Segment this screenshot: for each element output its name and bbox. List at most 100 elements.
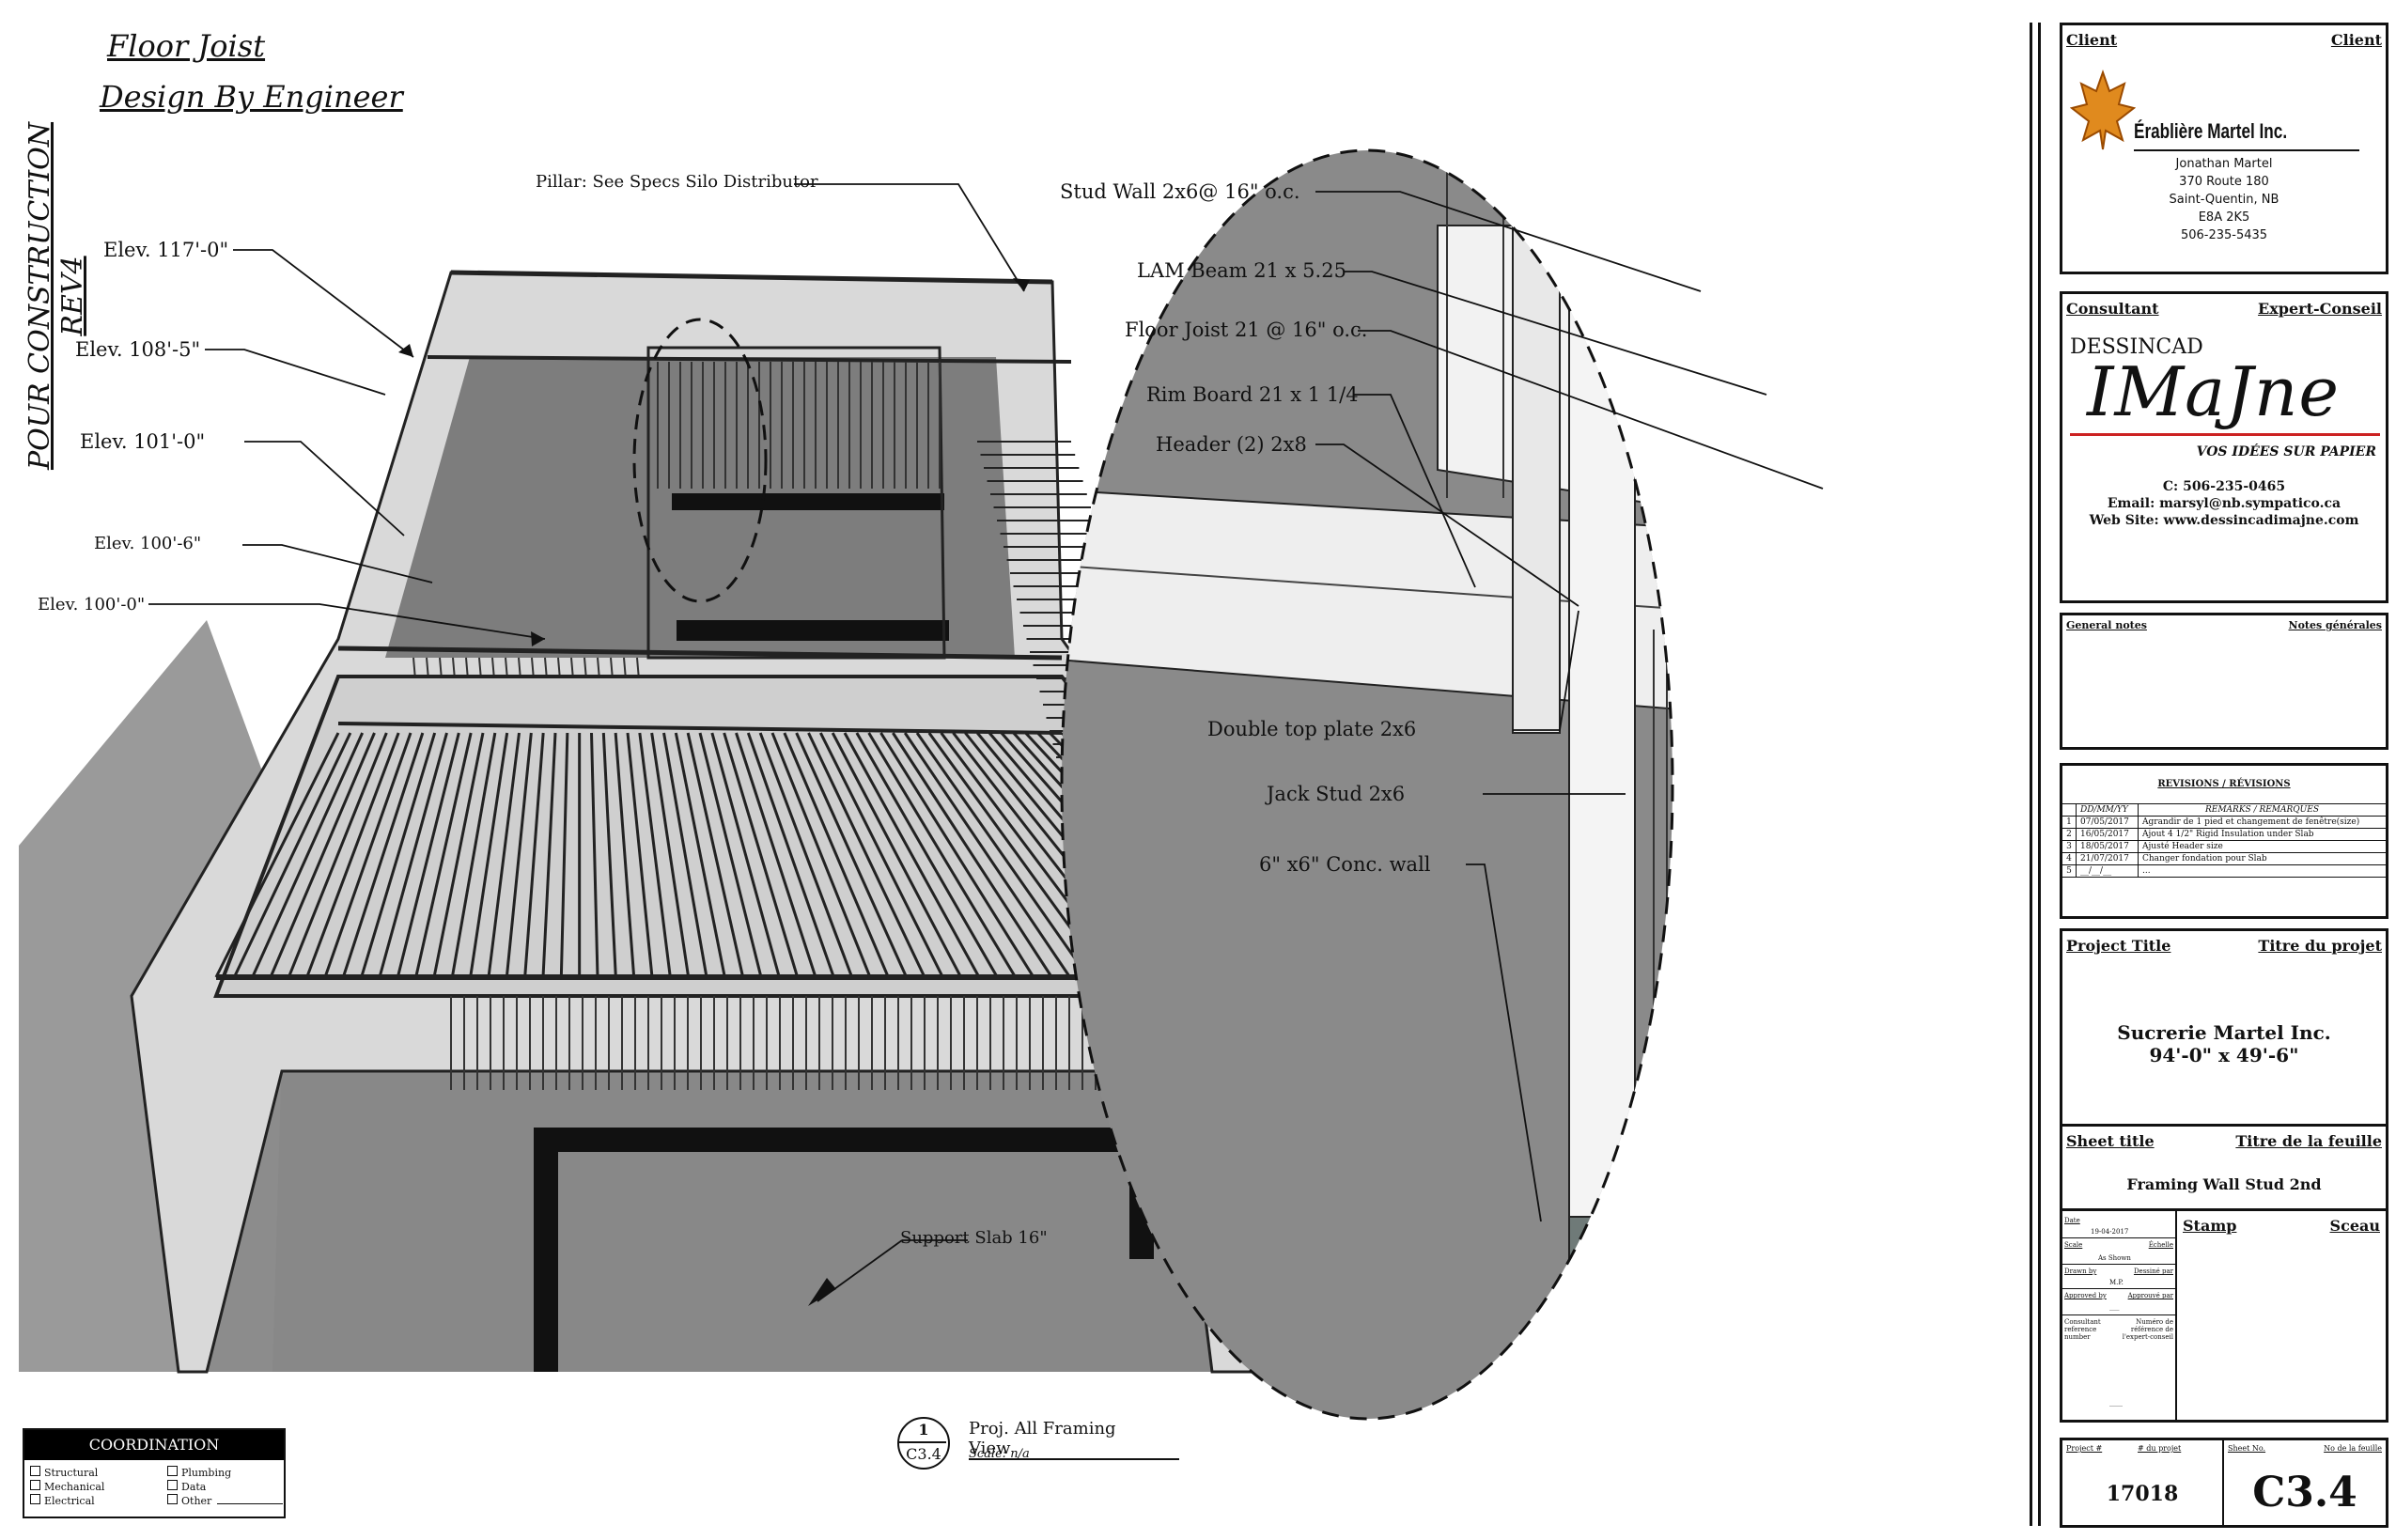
label-pillar: Pillar: See Specs Silo Distributor: [536, 172, 818, 192]
joist: [758, 732, 854, 978]
label-header: Header (2) 2x8: [1156, 433, 1307, 456]
rev-date: 18/05/2017: [2076, 840, 2139, 853]
joist: [469, 732, 509, 978]
joist: [590, 732, 599, 978]
project-no-label: Project #: [2066, 1444, 2103, 1453]
scale-label-fr: Échelle: [2148, 1241, 2173, 1249]
label-elev-101: Elev. 101'-0": [80, 430, 206, 453]
rev-remark: Ajusté Header size: [2142, 842, 2223, 851]
consultant-label-en: Consultant: [2066, 300, 2159, 318]
view-number: 1: [918, 1421, 929, 1439]
design-by-engineer-note: Design By Engineer: [100, 79, 403, 115]
joist: [505, 732, 533, 978]
project-number: 17018: [2106, 1482, 2179, 1506]
maple-leaf-logo: [2070, 69, 2136, 150]
joist: [638, 732, 672, 978]
stamp-label-en: Stamp: [2183, 1217, 2237, 1235]
joist: [305, 732, 400, 978]
joist: [674, 732, 726, 978]
joist: [396, 732, 460, 978]
rev-col-date: DD/MM/YY: [2076, 803, 2139, 817]
sheet-no-label-fr: No de la feuille: [2324, 1444, 2382, 1453]
view-tag-circle: [897, 1417, 950, 1470]
joist: [626, 732, 654, 978]
rev-number: 5: [2062, 864, 2077, 878]
drawn-label: Drawn by: [2064, 1268, 2097, 1275]
drawn-label-fr: Dessiné par: [2133, 1268, 2173, 1275]
sheet-number: C3.4: [2252, 1469, 2357, 1517]
date-label: Date: [2064, 1217, 2080, 1224]
rev-date: 21/07/2017: [2076, 852, 2139, 865]
scale-label: Scale: [2064, 1241, 2083, 1249]
consultant-ref-label: Consultant reference number: [2064, 1318, 2101, 1341]
numbers-box: Project # # du projet 17018 Sheet No. No…: [2060, 1438, 2388, 1528]
coord-item[interactable]: Data: [167, 1480, 283, 1494]
date-value: 19-04-2017: [2091, 1228, 2129, 1236]
view-tag: 1 C3.4 Proj. All Framing View Scale: n/a: [897, 1417, 1179, 1473]
label-lam-beam: LAM Beam 21 x 5.25: [1137, 259, 1346, 282]
rev-remark: ...: [2142, 866, 2151, 876]
project-no-label-fr: # du projet: [2138, 1444, 2182, 1453]
coordination-left: Structural Mechanical Electrical: [30, 1466, 104, 1508]
project-title-en: Project Title: [2066, 937, 2171, 955]
general-notes-en: General notes: [2066, 619, 2147, 631]
revisions-title: REVISIONS / RÉVISIONS: [2157, 779, 2291, 789]
joist: [360, 732, 437, 978]
approved-label: Approved by: [2064, 1292, 2107, 1299]
label-jack-stud: Jack Stud 2x6: [1267, 783, 1406, 805]
label-elev-100: Elev. 100'-0": [38, 595, 146, 614]
joist: [541, 732, 557, 978]
rev-remark: Changer fondation pour Slab: [2142, 854, 2267, 863]
rev-date: __/__/__: [2076, 864, 2139, 878]
joist: [487, 732, 521, 978]
coord-item[interactable]: Plumbing: [167, 1466, 283, 1480]
brand-small: DESSINCAD: [2070, 335, 2203, 359]
drawn-value: M.P.: [2109, 1279, 2124, 1286]
consultant-ref-value: ____: [2109, 1399, 2123, 1407]
coord-item[interactable]: Structural: [30, 1466, 104, 1480]
coord-item[interactable]: Other: [167, 1494, 284, 1508]
rev-date: 07/05/2017: [2076, 816, 2139, 829]
joist: [698, 732, 763, 978]
joist: [686, 732, 745, 978]
joist: [269, 732, 376, 978]
joist: [414, 732, 473, 978]
joist: [251, 732, 365, 978]
coord-item[interactable]: Mechanical: [30, 1480, 104, 1494]
joist: [818, 732, 944, 978]
joist: [892, 732, 1053, 978]
joist: [214, 732, 340, 978]
label-floor-joist: Floor Joist 21 @ 16" o.c.: [1125, 319, 1368, 341]
title-block-frame: [2030, 23, 2041, 1526]
joist: [807, 732, 926, 978]
brand-big: IMaJne: [2087, 352, 2340, 431]
rev-number: 4: [2062, 852, 2077, 865]
scale-value: As Shown: [2098, 1254, 2131, 1262]
joist: [450, 732, 497, 978]
joist: [341, 732, 425, 978]
rev-number: 2: [2062, 828, 2077, 841]
coord-item[interactable]: Electrical: [30, 1494, 104, 1508]
approved-label-fr: Approuvé par: [2127, 1292, 2173, 1299]
joist: [662, 732, 708, 978]
rev-number: 1: [2062, 816, 2077, 829]
view-title: Proj. All Framing View: [969, 1419, 1179, 1460]
client-box: Client Client Érablière Martel Inc. Jona…: [2060, 23, 2388, 274]
consultant-ref-label-fr: Numéro de référence de l'expert-conseil: [2122, 1318, 2173, 1341]
label-support-slab: Support Slab 16": [900, 1228, 1048, 1248]
floor-joist-note: Floor Joist: [107, 28, 266, 64]
joist: [601, 732, 617, 978]
rev-col-remarks: REMARKS / REMARQUES: [2204, 805, 2320, 815]
joist: [855, 732, 999, 978]
joist: [523, 732, 545, 978]
joist: [735, 732, 817, 978]
brand-red-line: [2070, 433, 2380, 436]
joist: [843, 732, 981, 978]
joist: [287, 732, 388, 978]
label-rim-board: Rim Board 21 x 1 1/4: [1146, 383, 1359, 406]
joist: [559, 732, 569, 978]
label-elev-100-6: Elev. 100'-6": [94, 534, 202, 553]
